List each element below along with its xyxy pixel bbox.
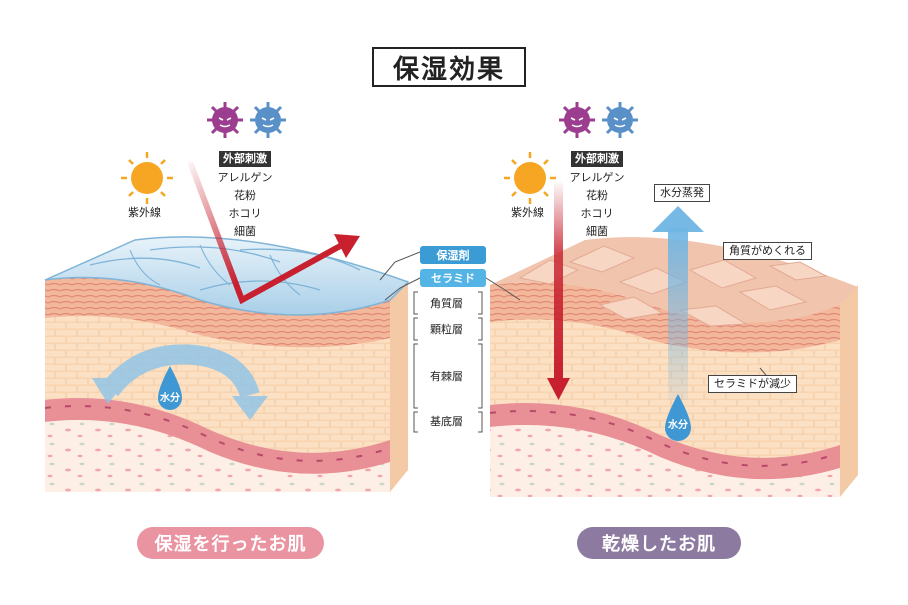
- right-irritant-item: 花粉: [586, 189, 608, 202]
- moisturizer-tag: 保湿剤: [420, 246, 486, 264]
- layer-label-stratum-corneum: 角質層: [430, 297, 463, 310]
- right-water-label: 水分: [668, 420, 688, 431]
- layer-brackets: [379, 251, 771, 433]
- right-irritant-heading: 外部刺激: [571, 151, 623, 168]
- right-uv-label: 紫外線: [511, 206, 544, 219]
- right-blue-virus-icon: [602, 102, 638, 138]
- right-irritant-item: ホコリ: [580, 207, 614, 220]
- left-sun-icon: [121, 152, 173, 204]
- evaporation-label: 水分蒸発: [654, 184, 710, 203]
- left-irritant-item: 細菌: [234, 225, 256, 238]
- right-purple-virus-icon: [559, 102, 595, 138]
- ceramide-tag: セラミド: [420, 269, 486, 287]
- left-deflect-arrow: [187, 160, 360, 305]
- peeling-label: 角質がめくれる: [723, 242, 812, 261]
- right-water-drop: [665, 394, 691, 441]
- right-penetrate-arrow: [547, 180, 570, 400]
- right-sun-icon: [504, 152, 556, 204]
- water-evaporation-arrow: [652, 206, 704, 400]
- left-irritant-item: 花粉: [234, 189, 256, 202]
- left-purple-virus-icon: [207, 102, 243, 138]
- left-water-label: 水分: [160, 393, 180, 404]
- left-blue-virus-icon: [250, 102, 286, 138]
- left-irritant-heading: 外部刺激: [219, 151, 271, 168]
- right-irritant-item: 細菌: [586, 225, 608, 238]
- left-water-drop: [158, 366, 182, 410]
- left-uv-label: 紫外線: [128, 206, 161, 219]
- water-retention-arrow: [92, 344, 268, 420]
- left-caption: 保湿を行ったお肌: [137, 527, 324, 559]
- right-irritant-item: アレルゲン: [569, 171, 625, 184]
- left-irritant-item: ホコリ: [228, 207, 262, 220]
- page-title: 保湿効果: [372, 47, 526, 87]
- layer-label-granular: 顆粒層: [430, 323, 463, 336]
- left-irritant-item: アレルゲン: [217, 171, 273, 184]
- ceramide-decrease-label: セラミドが減少: [708, 375, 797, 394]
- layer-label-basal: 基底層: [430, 415, 463, 428]
- layer-label-spinous: 有棘層: [430, 370, 463, 383]
- right-caption: 乾燥したお肌: [577, 527, 741, 559]
